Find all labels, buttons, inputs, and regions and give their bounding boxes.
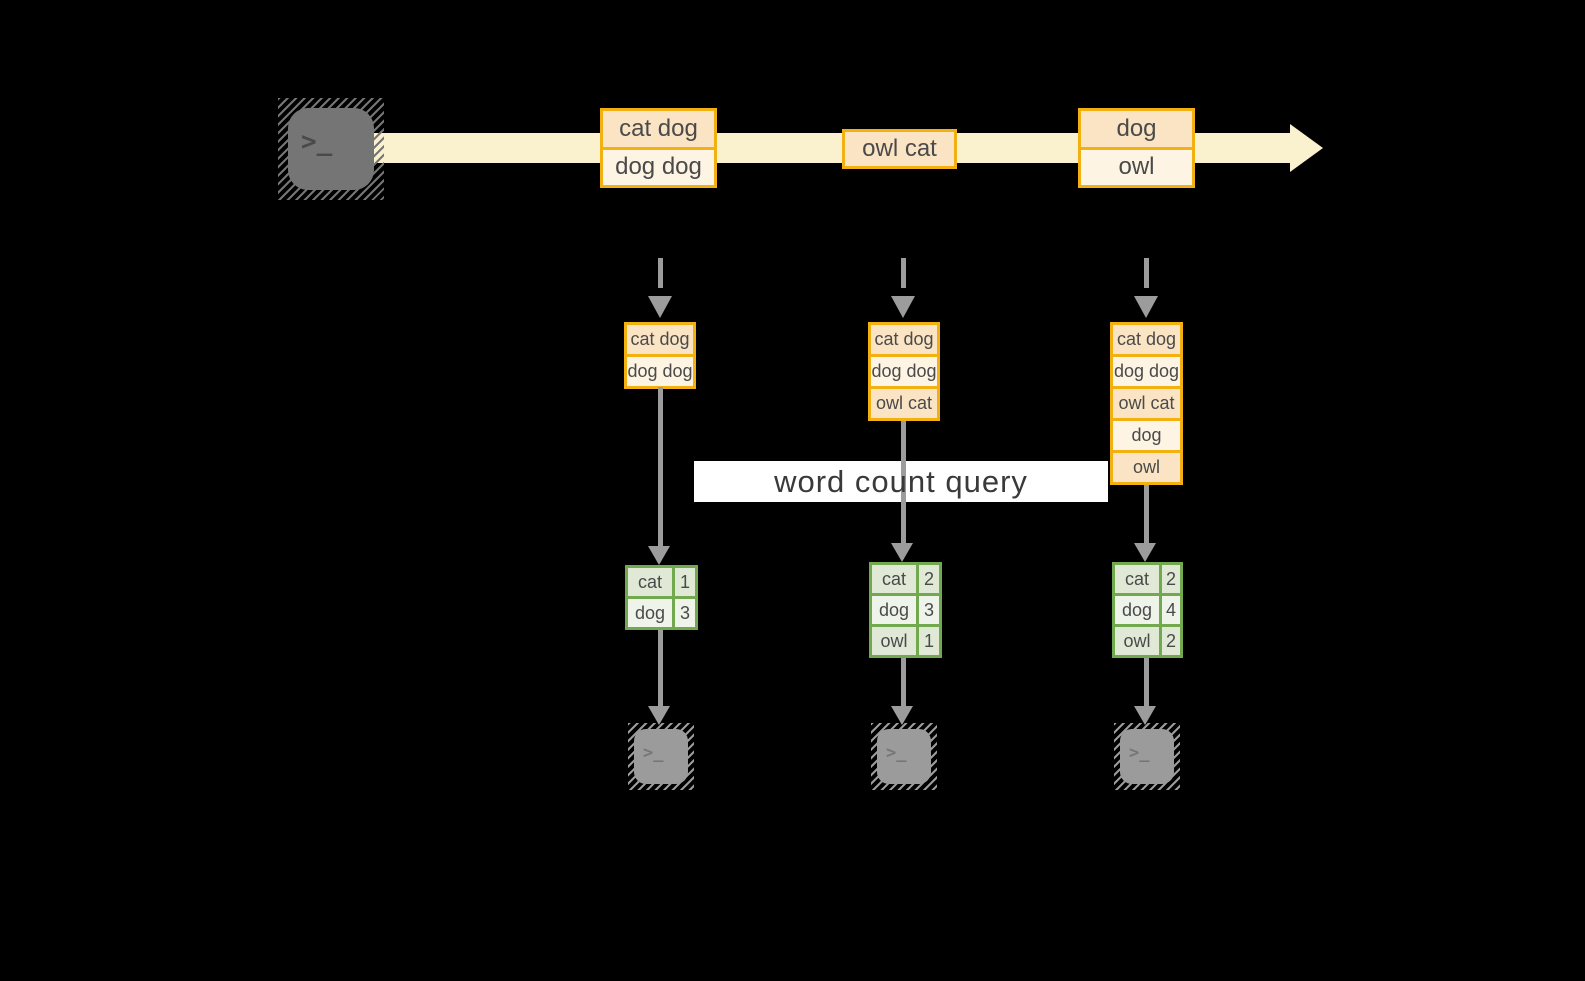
state-record: dog dog <box>627 357 693 386</box>
table-row: dog 3 <box>628 599 695 627</box>
arrow <box>658 630 663 708</box>
sink-terminal-icon-3: >_ <box>1120 729 1174 784</box>
dashed-arrow <box>1144 258 1149 288</box>
count-table-3: cat 2 dog 4 owl 2 <box>1112 562 1183 658</box>
prompt-icon: >_ <box>1129 742 1150 763</box>
count-table-1: cat 1 dog 3 <box>625 565 698 630</box>
cell-divider <box>1113 450 1180 453</box>
count-cell: 1 <box>675 568 695 596</box>
cell-divider <box>1113 386 1180 389</box>
count-cell: 3 <box>675 599 695 627</box>
state-stack-3: cat dog dog dog owl cat dog owl <box>1110 322 1183 485</box>
state-record: owl <box>1113 453 1180 482</box>
cell-divider <box>627 354 693 357</box>
word-cell: dog <box>1115 596 1159 624</box>
cell-divider <box>1113 354 1180 357</box>
stream-record: cat dog <box>603 111 714 147</box>
table-row: dog 3 <box>872 596 939 624</box>
prompt-icon: >_ <box>301 127 333 157</box>
prompt-icon: >_ <box>643 742 664 763</box>
table-row: cat 2 <box>1115 565 1180 593</box>
stream-record: owl cat <box>845 132 954 166</box>
state-record: dog <box>1113 421 1180 450</box>
word-cell: cat <box>872 565 916 593</box>
word-cell: owl <box>872 627 916 655</box>
sink-terminal-icon-2: >_ <box>877 729 931 784</box>
arrowhead-icon <box>648 546 670 565</box>
stream-record-box-3: dog owl <box>1078 108 1195 188</box>
word-cell: dog <box>872 596 916 624</box>
cell-divider <box>871 354 937 357</box>
arrow <box>1144 658 1149 708</box>
stream-record-box-1: cat dog dog dog <box>600 108 717 188</box>
stream-record: dog <box>1081 111 1192 147</box>
count-cell: 2 <box>1162 565 1180 593</box>
source-terminal-icon: >_ <box>288 108 374 190</box>
dashed-arrowhead-icon <box>1134 296 1158 318</box>
state-stack-1: cat dog dog dog <box>624 322 696 389</box>
arrow <box>901 421 906 544</box>
dashed-arrowhead-icon <box>648 296 672 318</box>
table-row: cat 2 <box>872 565 939 593</box>
dashed-arrow <box>901 258 906 288</box>
arrow <box>658 387 663 547</box>
state-record: owl cat <box>1113 389 1180 418</box>
prompt-icon: >_ <box>886 742 907 763</box>
arrowhead-icon <box>891 543 913 562</box>
state-record: cat dog <box>871 325 937 354</box>
arrowhead-icon <box>1134 706 1156 725</box>
cell-divider <box>603 146 714 150</box>
stream-record: dog dog <box>603 149 714 185</box>
sink-terminal-icon-1: >_ <box>634 729 688 784</box>
stream-record-box-2: owl cat <box>842 129 957 169</box>
arrowhead-icon <box>891 706 913 725</box>
word-cell: cat <box>1115 565 1159 593</box>
arrow <box>1144 485 1149 544</box>
stream-record: owl <box>1081 149 1192 185</box>
state-stack-2: cat dog dog dog owl cat <box>868 322 940 421</box>
word-cell: cat <box>628 568 672 596</box>
table-row: cat 1 <box>628 568 695 596</box>
arrow <box>901 658 906 708</box>
arrowhead-icon <box>1134 543 1156 562</box>
word-cell: owl <box>1115 627 1159 655</box>
count-cell: 2 <box>919 565 939 593</box>
stream-arrowhead-icon <box>1290 124 1323 172</box>
state-record: dog dog <box>871 357 937 386</box>
arrowhead-icon <box>648 706 670 725</box>
query-label: word count query <box>774 463 1028 499</box>
cell-divider <box>1081 146 1192 150</box>
table-row: dog 4 <box>1115 596 1180 624</box>
state-record: cat dog <box>1113 325 1180 354</box>
dashed-arrow <box>658 258 663 288</box>
count-table-2: cat 2 dog 3 owl 1 <box>869 562 942 658</box>
count-cell: 4 <box>1162 596 1180 624</box>
cell-divider <box>1113 418 1180 421</box>
count-cell: 1 <box>919 627 939 655</box>
dashed-arrowhead-icon <box>891 296 915 318</box>
count-cell: 2 <box>1162 627 1180 655</box>
table-row: owl 1 <box>872 627 939 655</box>
state-record: dog dog <box>1113 357 1180 386</box>
word-cell: dog <box>628 599 672 627</box>
cell-divider <box>871 386 937 389</box>
count-cell: 3 <box>919 596 939 624</box>
state-record: owl cat <box>871 389 937 418</box>
state-record: cat dog <box>627 325 693 354</box>
table-row: owl 2 <box>1115 627 1180 655</box>
